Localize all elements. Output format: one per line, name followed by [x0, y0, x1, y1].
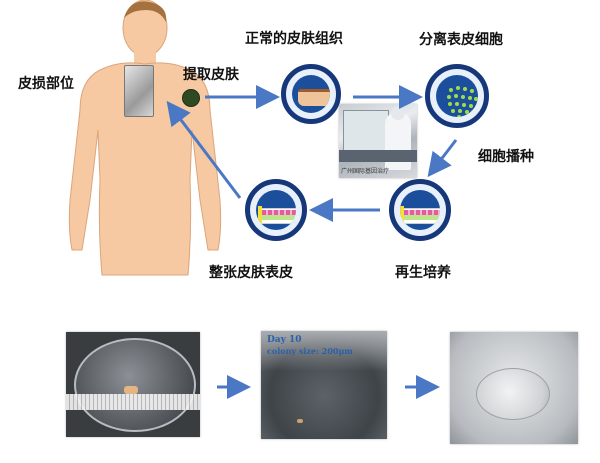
normal-skin-circle	[281, 64, 341, 124]
micrograph-day: Day 10	[267, 335, 302, 345]
micrograph-photo: Day 10 colony size: 200μm	[261, 331, 387, 439]
culture-edge	[400, 206, 404, 224]
culture-layer	[404, 210, 440, 215]
process-arrows	[166, 85, 458, 222]
skin-tissue-slice	[298, 89, 330, 106]
petri-dish	[74, 338, 196, 432]
micrograph-speck	[297, 419, 303, 423]
cell-dots	[447, 86, 478, 117]
label-separate-cells: 分离表皮细胞	[419, 32, 503, 48]
sheet-edge	[258, 206, 262, 224]
lab-photo-caption: 广州国际基因治疗	[341, 168, 390, 175]
epidermis-sheet-circle	[245, 179, 307, 241]
sheet-layer	[262, 210, 296, 215]
label-seeding: 细胞播种	[478, 149, 534, 165]
lab-photo: 广州国际基因治疗	[339, 104, 417, 178]
sheet-medium	[262, 215, 296, 220]
epidermis-dish-photo	[450, 332, 578, 444]
arrow-sheet-to-body	[166, 100, 242, 199]
culture-medium	[404, 215, 440, 220]
label-regenerate: 再生培养	[395, 265, 451, 281]
separated-cells-circle	[425, 64, 489, 128]
micrograph-colony: colony size: 200μm	[267, 346, 353, 356]
petri-dish-photo	[66, 332, 200, 437]
arrow-cells-to-culture	[427, 139, 458, 178]
ruler	[66, 394, 200, 410]
label-injury-site: 皮损部位	[18, 76, 74, 92]
label-biopsy: 提取皮肤	[183, 67, 239, 83]
lab-hood	[343, 110, 389, 152]
culture-circle	[389, 179, 451, 241]
skin-sample	[124, 386, 138, 394]
epidermis-sheet	[476, 368, 550, 420]
label-whole-sheet: 整张皮肤表皮	[209, 265, 293, 281]
lab-worker-head	[391, 106, 405, 120]
bottom-arrows	[217, 375, 440, 399]
lab-bench	[339, 150, 417, 162]
micrograph-highlight	[261, 331, 387, 371]
skin-patch	[124, 65, 154, 117]
label-normal-skin: 正常的皮肤组织	[245, 31, 343, 47]
